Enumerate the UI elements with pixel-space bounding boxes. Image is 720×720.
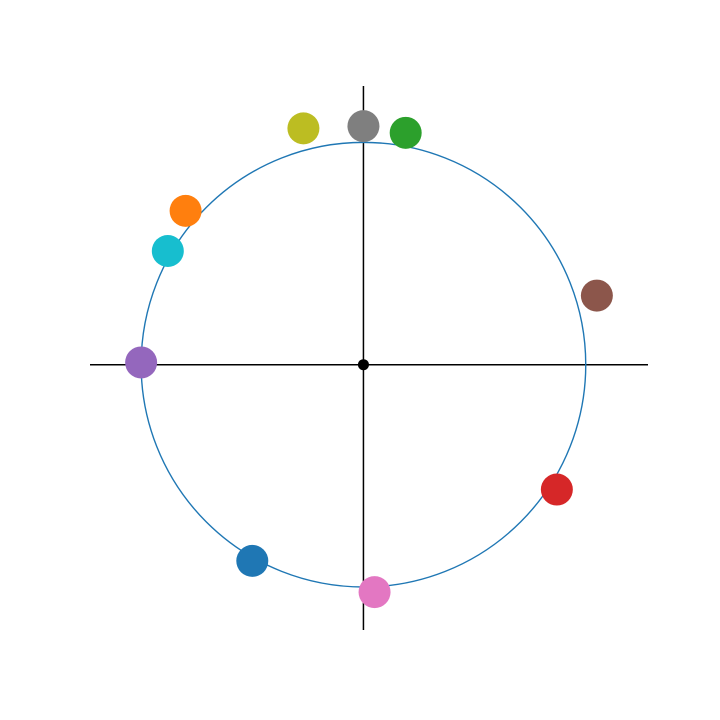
data-point-1 xyxy=(236,544,269,577)
data-point-8 xyxy=(347,110,380,143)
data-points xyxy=(125,110,613,609)
data-point-4 xyxy=(540,473,573,506)
data-point-10 xyxy=(151,234,184,267)
data-point-3 xyxy=(389,116,422,149)
data-point-6 xyxy=(580,279,613,312)
origin-point xyxy=(357,359,369,371)
data-point-5 xyxy=(125,346,158,379)
data-point-9 xyxy=(287,112,320,145)
data-point-7 xyxy=(358,576,391,609)
data-point-2 xyxy=(169,194,202,227)
